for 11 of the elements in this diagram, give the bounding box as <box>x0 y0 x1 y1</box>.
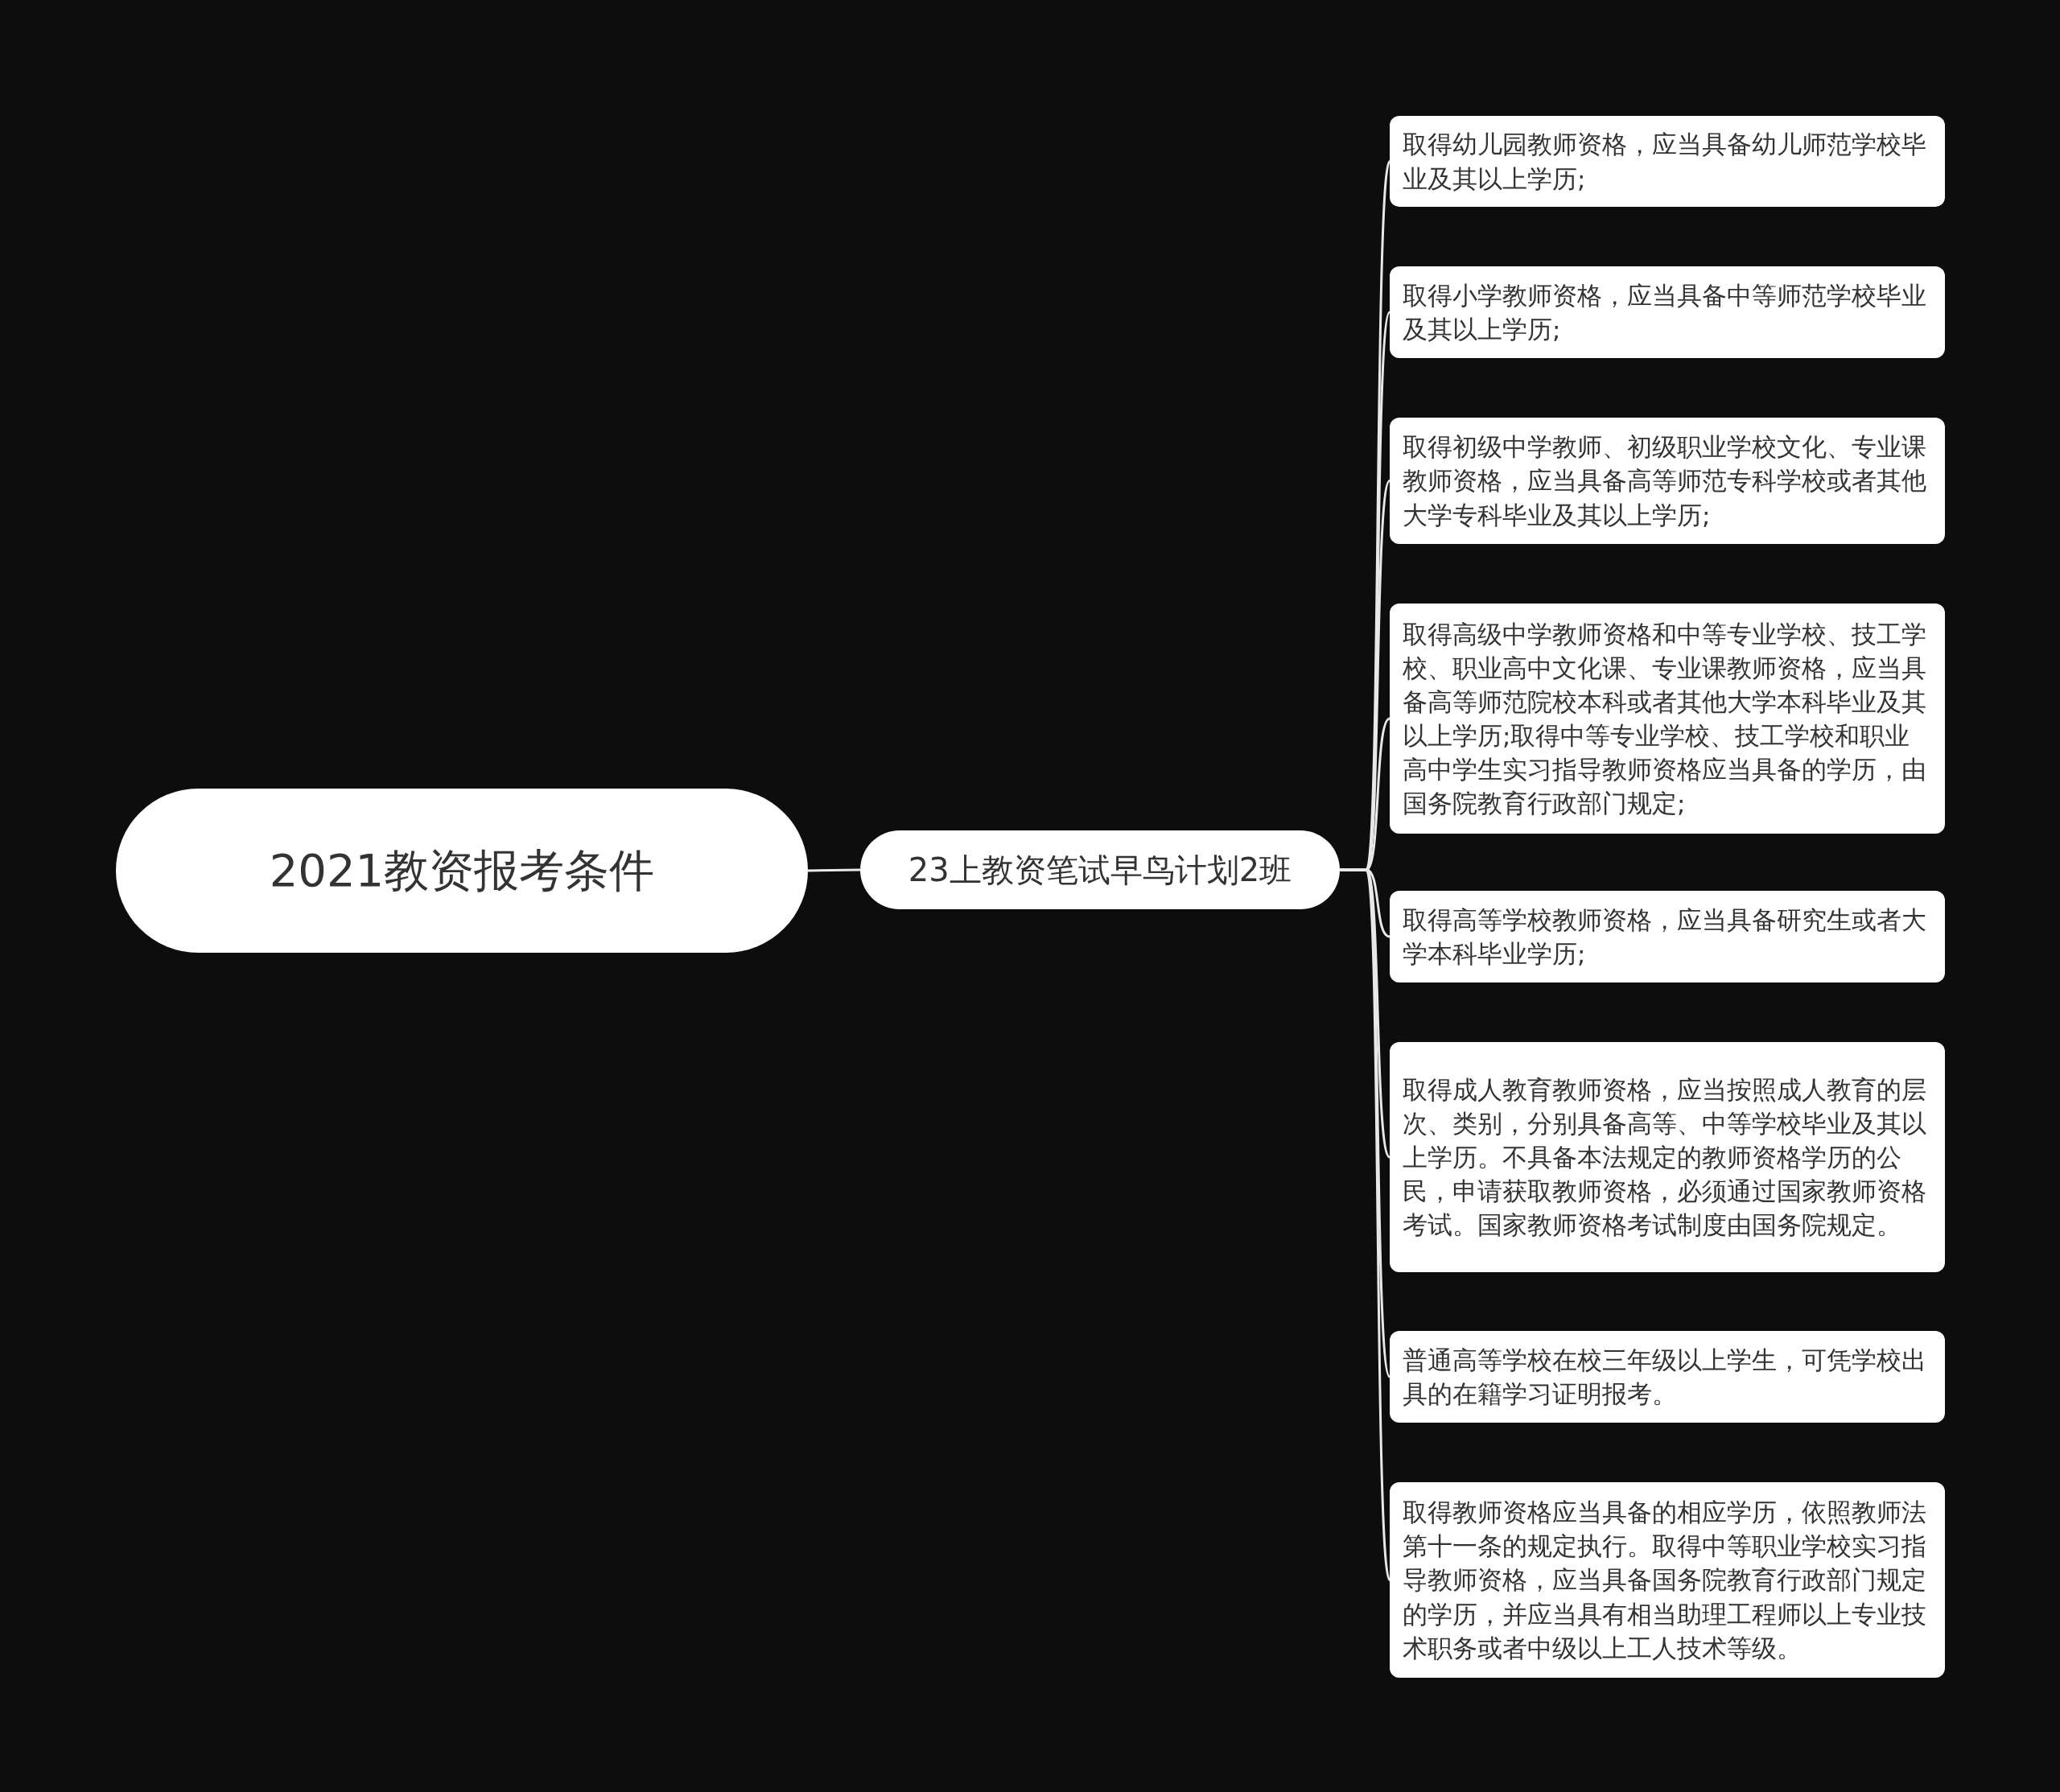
topic-box: 23上教资笔试早鸟计划2班 <box>860 830 1340 909</box>
subtopic-box: 取得初级中学教师、初级职业学校文化、专业课教师资格，应当具备高等师范专科学校或者其他大学专科毕业及其以上学历; <box>1390 418 1945 544</box>
subtopic-box: 取得教师资格应当具备的相应学历，依照教师法第十一条的规定执行。取得中等职业学校实习指导教师资格，应当具备国务院教育行政部门规定的学历，并应当具有相当助理工程师以上专业技术职务或者中级以上工人技术等级。 <box>1390 1482 1945 1678</box>
subtopic-box: 取得高等学校教师资格，应当具备研究生或者大学本科毕业学历; <box>1390 891 1945 983</box>
root-topic-box: 2021教资报考条件 <box>116 789 808 953</box>
subtopic-box: 取得高级中学教师资格和中等专业学校、技工学校、职业高中文化课、专业课教师资格，应当具备高等师范院校本科或者其他大学本科毕业及其以上学历;取得中等专业学校、技工学校和职业高中学生实习指导教师资格应当具备的学历，由国务院教育行政部门规定; <box>1390 604 1945 834</box>
subtopic-box: 普通高等学校在校三年级以上学生，可凭学校出具的在籍学习证明报考。 <box>1390 1331 1945 1423</box>
subtopic-box: 取得幼儿园教师资格，应当具备幼儿师范学校毕业及其以上学历; <box>1390 116 1945 207</box>
connector-line <box>807 868 861 872</box>
subtopic-box: 取得小学教师资格，应当具备中等师范学校毕业及其以上学历; <box>1390 266 1945 358</box>
subtopic-box: 取得成人教育教师资格，应当按照成人教育的层次、类别，分别具备高等、中等学校毕业及其以上学历。不具备本法规定的教师资格学历的公民，申请获取教师资格，必须通过国家教师资格考试。国家教师资格考试制度由国务院规定。 <box>1390 1042 1945 1272</box>
